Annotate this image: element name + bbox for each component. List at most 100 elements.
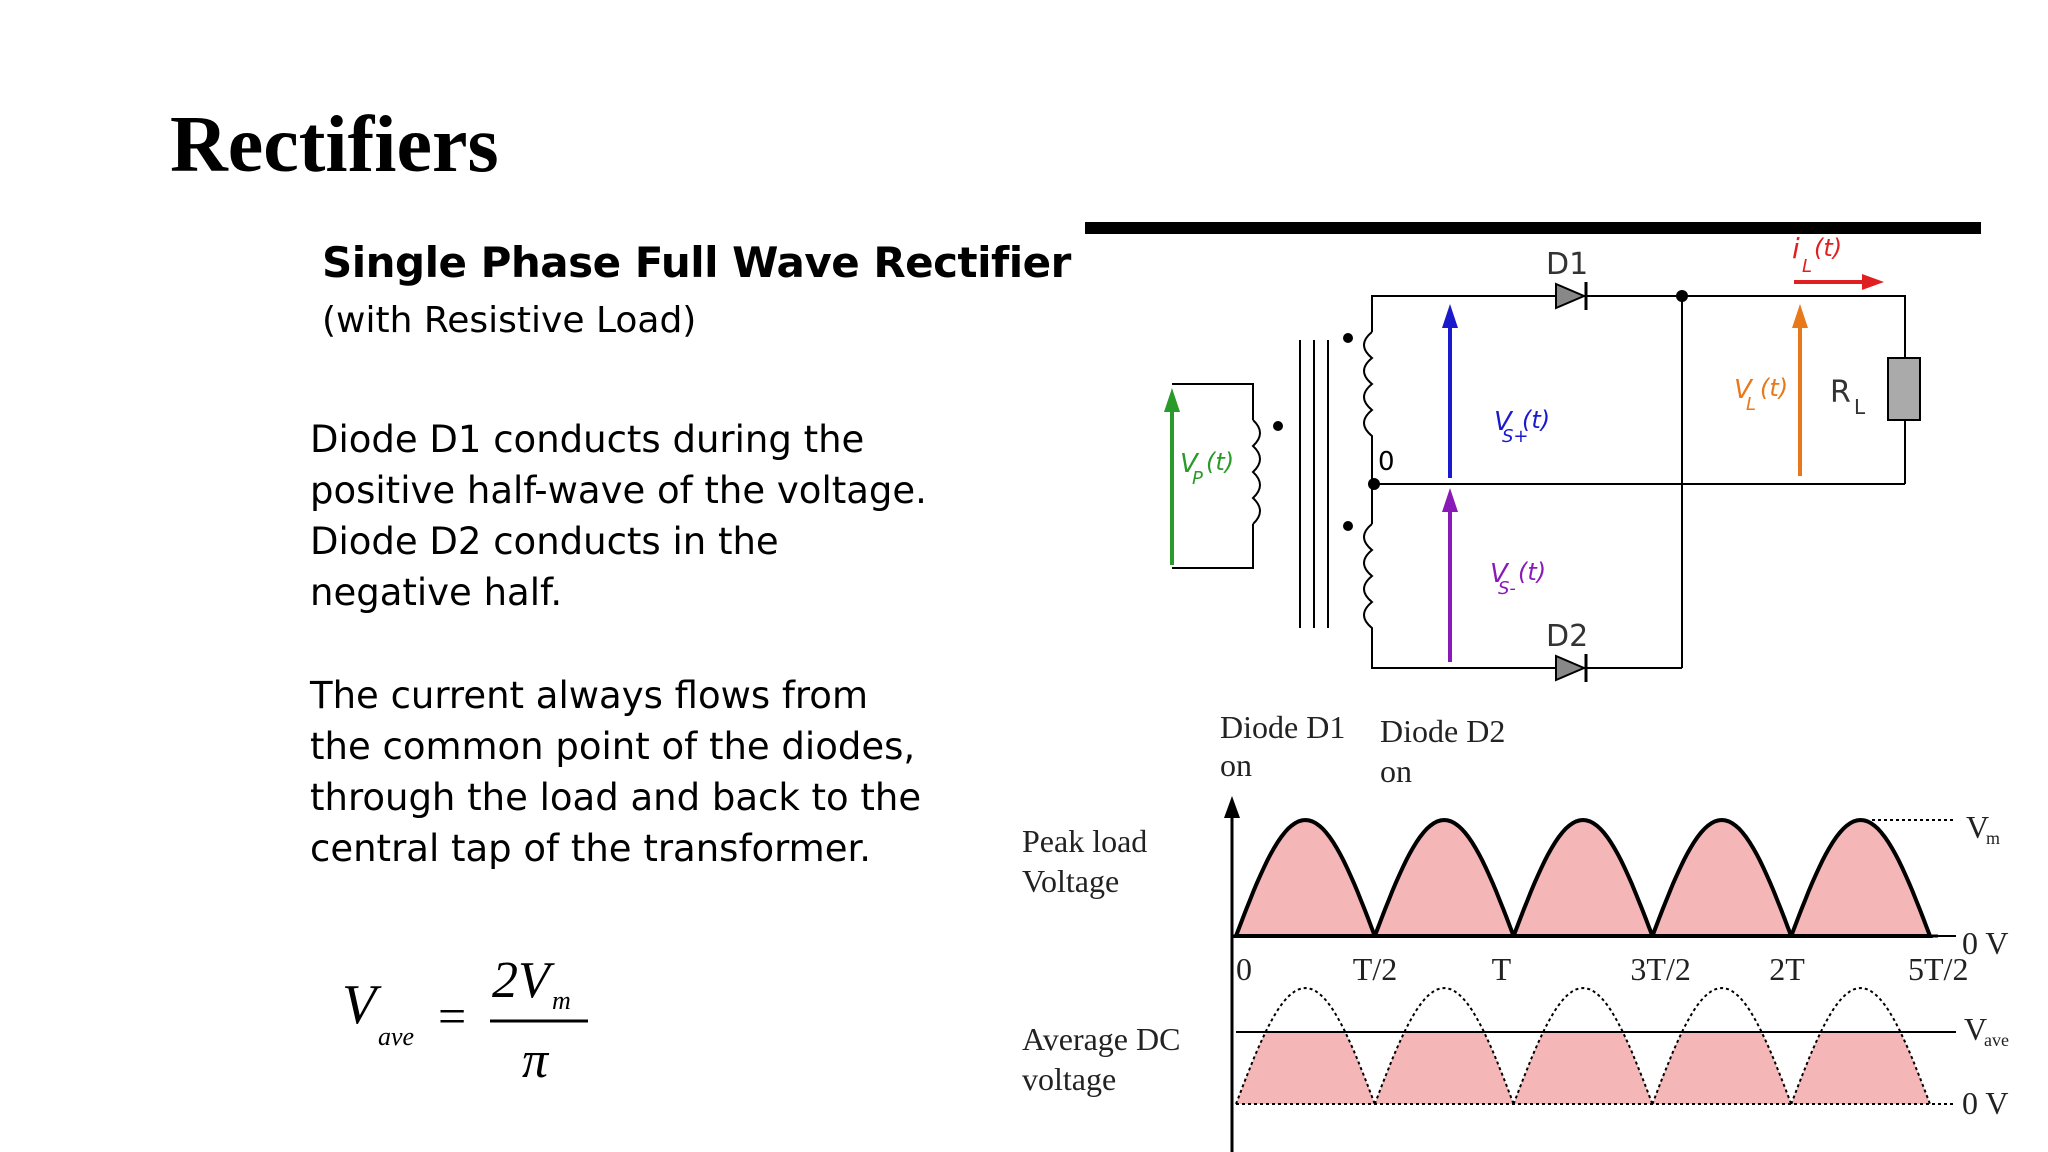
vs-minus-symbol: V xyxy=(1490,559,1510,589)
slide-subnote: (with Resistive Load) xyxy=(322,300,697,341)
diode-common-node xyxy=(1676,290,1688,302)
average-fill-segment xyxy=(1652,1032,1792,1104)
diode-d2-label: D2 xyxy=(1546,619,1588,654)
secondary-winding xyxy=(1363,295,1682,669)
vm-symbol: V xyxy=(1966,809,1989,845)
text-line: negative half. xyxy=(310,571,563,614)
peak-half-cycle xyxy=(1649,817,1795,938)
zero-v-top-label: 0 V xyxy=(1962,925,2009,961)
secondary-top-dot xyxy=(1343,333,1353,343)
vave-symbol: V xyxy=(1964,1011,1987,1047)
peak-waveform xyxy=(1233,817,1933,938)
zero-v-bottom-label: 0 V xyxy=(1962,1085,2009,1121)
text-line: The current always flows from xyxy=(310,674,868,717)
average-fill-segment xyxy=(1236,1032,1375,1104)
rectifier-figure: V P (t) 0 xyxy=(1022,232,2009,1152)
diode-d2-on-label-2: on xyxy=(1380,753,1412,789)
tick-label: T/2 xyxy=(1353,951,1397,987)
vave-label: V ave xyxy=(1964,1011,2009,1050)
transformer-core xyxy=(1299,340,1329,628)
average-dotted-arc xyxy=(1651,986,1793,1105)
peak-load-label: Peak load xyxy=(1022,823,1147,859)
vs-minus-label: V S- (t) xyxy=(1490,558,1546,599)
formula-numerator-sub: m xyxy=(552,986,571,1015)
peak-half-cycle xyxy=(1233,817,1378,938)
vs-plus-arrow-head xyxy=(1442,304,1458,328)
peak-half-cycle xyxy=(1510,817,1656,938)
average-fill-segment xyxy=(1513,1032,1653,1104)
paragraph-current-flow: The current always flows from the common… xyxy=(310,670,921,874)
text-line: positive half-wave of the voltage. xyxy=(310,469,927,512)
rl-subscript: L xyxy=(1854,395,1866,419)
il-arrow-head xyxy=(1862,274,1884,290)
text-line: the common point of the diodes, xyxy=(310,725,916,768)
diode-d1 xyxy=(1555,282,1588,310)
waveform-labels: Diode D1 on Diode D2 on Peak load Voltag… xyxy=(1022,709,1505,1097)
average-waveform xyxy=(1235,986,1956,1105)
vl-argument: (t) xyxy=(1760,374,1788,402)
il-argument: (t) xyxy=(1814,234,1842,262)
vp-argument: (t) xyxy=(1206,448,1234,476)
tick-label: 0 xyxy=(1236,951,1252,987)
primary-winding xyxy=(1172,383,1283,569)
tick-label: 2T xyxy=(1769,951,1805,987)
primary-polarity-dot xyxy=(1273,421,1283,431)
avg-dc-label: Average DC xyxy=(1022,1021,1180,1057)
average-dotted-arc xyxy=(1790,986,1931,1105)
center-tap-label: 0 xyxy=(1378,447,1395,477)
slide-subtitle: Single Phase Full Wave Rectifier xyxy=(322,238,1071,287)
vm-subscript: m xyxy=(1986,828,2000,848)
formula-equals: = xyxy=(438,988,466,1044)
il-subscript: L xyxy=(1802,256,1812,277)
slide-title: Rectifiers xyxy=(170,101,499,189)
diode-d1-label: D1 xyxy=(1546,247,1588,282)
vs-minus-subscript: S- xyxy=(1498,578,1516,599)
text-line: central tap of the transformer. xyxy=(310,827,872,870)
vp-arrow-head xyxy=(1164,388,1180,412)
vs-plus-subscript: S+ xyxy=(1502,426,1529,447)
average-fill-segment xyxy=(1791,1032,1930,1104)
diode-d1-on-label: Diode D1 xyxy=(1220,709,1345,745)
secondary-bottom-dot xyxy=(1343,521,1353,531)
rl-symbol: R xyxy=(1830,375,1851,410)
vl-arrow-head xyxy=(1792,304,1808,328)
average-dotted-arc xyxy=(1373,986,1515,1105)
circuit-top-border xyxy=(1085,222,1981,234)
average-dotted-arc xyxy=(1235,986,1376,1105)
diode-d2 xyxy=(1555,654,1588,682)
formula-numerator: 2V xyxy=(492,952,555,1009)
vave-subscript: ave xyxy=(1984,1030,2009,1050)
vp-label: V P (t) xyxy=(1180,448,1234,489)
formula-denominator: π xyxy=(522,1032,550,1089)
paragraph-diode-conduction: Diode D1 conducts during the positive ha… xyxy=(310,414,927,618)
average-fill-segment xyxy=(1374,1032,1514,1104)
formula-lhs: V xyxy=(342,974,382,1036)
il-symbol: i xyxy=(1792,232,1800,265)
vs-plus-label: V S+ (t) xyxy=(1494,406,1550,447)
text-line: Diode D2 conducts in the xyxy=(310,520,779,563)
vs-plus-argument: (t) xyxy=(1522,406,1550,434)
text-line: through the load and back to the xyxy=(310,776,922,819)
peak-half-cycle xyxy=(1371,817,1517,938)
load-resistor xyxy=(1887,357,1921,421)
rl-label: R L xyxy=(1830,375,1866,419)
diode-d1-on-label-2: on xyxy=(1220,747,1252,783)
vl-symbol: V xyxy=(1734,375,1754,405)
tick-label: 5T/2 xyxy=(1908,951,1968,987)
vs-minus-argument: (t) xyxy=(1518,558,1546,586)
waveform-y-axis-arrow xyxy=(1224,796,1240,818)
formula-lhs-sub: ave xyxy=(378,1022,414,1051)
vp-symbol: V xyxy=(1180,449,1200,479)
diode-d2-on-label: Diode D2 xyxy=(1380,713,1505,749)
text-line: Diode D1 conducts during the xyxy=(310,418,865,461)
average-dotted-arc xyxy=(1512,986,1654,1105)
peak-load-label-2: Voltage xyxy=(1022,863,1119,899)
il-label: i L (t) xyxy=(1792,232,1842,277)
vp-subscript: P xyxy=(1192,468,1203,489)
peak-half-cycle xyxy=(1788,817,1933,938)
vm-label: V m xyxy=(1966,809,2000,848)
avg-dc-label-2: voltage xyxy=(1022,1061,1116,1097)
average-voltage-formula: V ave = 2V m π xyxy=(342,952,588,1089)
